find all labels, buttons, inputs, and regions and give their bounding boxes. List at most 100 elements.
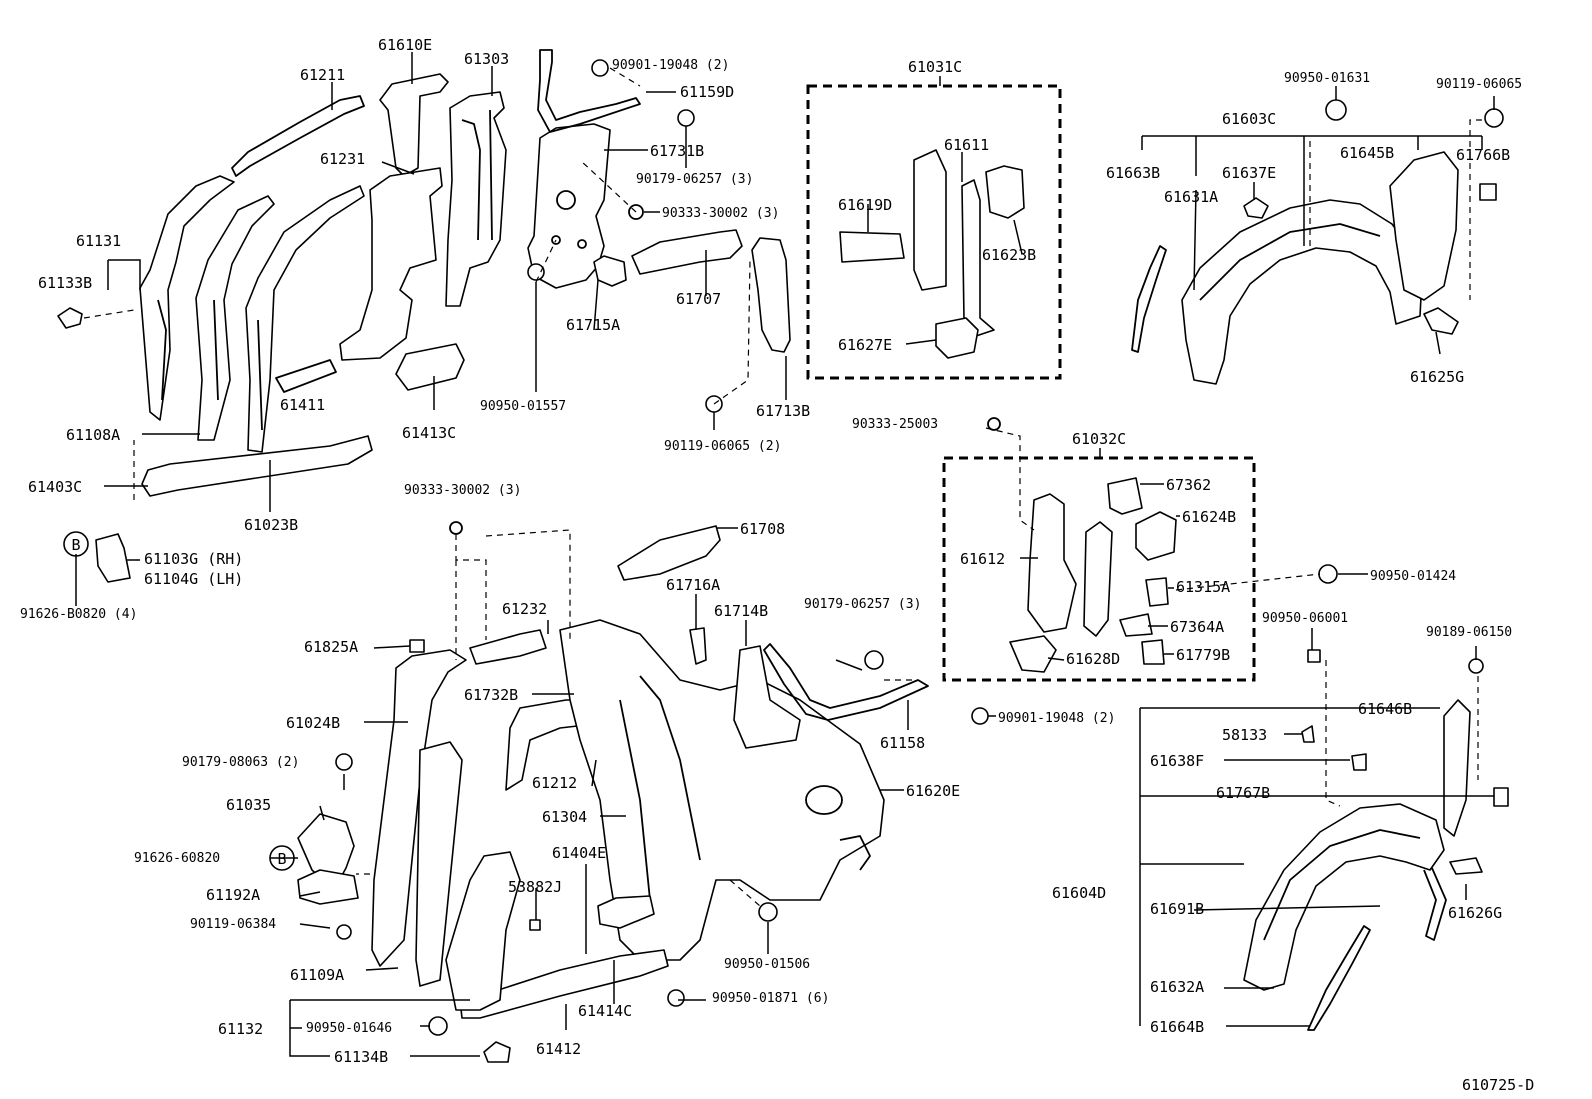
part-label: 61663B	[1106, 164, 1160, 182]
part-label: 61707	[676, 290, 721, 308]
part-label: 61133B	[38, 274, 92, 292]
part-label: 61632A	[1150, 978, 1204, 996]
part-label: 61637E	[1222, 164, 1276, 182]
part-label: 61232	[502, 600, 547, 618]
part-label: 90179-08063 (2)	[182, 755, 299, 770]
part-label: 61134B	[334, 1048, 388, 1066]
part-label: 61192A	[206, 886, 260, 904]
part-label: 61628D	[1066, 650, 1120, 668]
part-label: 90950-01646	[306, 1021, 392, 1036]
part-label: 53882J	[508, 878, 562, 896]
part-label: 90179-06257 (3)	[804, 597, 921, 612]
part-label: 61108A	[66, 426, 120, 444]
part-label: 90333-30002 (3)	[662, 206, 779, 221]
part-label: 90179-06257 (3)	[636, 172, 753, 187]
part-label: 91626-60820	[134, 851, 220, 866]
callout-b-lower: B	[269, 845, 295, 871]
part-label: 90189-06150	[1426, 625, 1512, 640]
part-label: 61638F	[1150, 752, 1204, 770]
part-label: 61159D	[680, 83, 734, 101]
diagram-id: 610725-D	[1462, 1076, 1534, 1094]
svg-text:B: B	[71, 536, 80, 554]
part-label: 91626-B0820 (4)	[20, 607, 137, 622]
part-label: 61603C	[1222, 110, 1276, 128]
part-label: 67362	[1166, 476, 1211, 494]
part-label: 61023B	[244, 516, 298, 534]
part-label: 61716A	[666, 576, 720, 594]
part-label: 61231	[320, 150, 365, 168]
part-label: 61713B	[756, 402, 810, 420]
part-label: 61032C	[1072, 430, 1126, 448]
part-label: 61767B	[1216, 784, 1270, 802]
part-label: 61645B	[1340, 144, 1394, 162]
callout-b-upper: B	[63, 531, 89, 557]
part-label: 67364A	[1170, 618, 1224, 636]
svg-text:B: B	[277, 850, 286, 868]
part-label: 61303	[464, 50, 509, 68]
part-label: 61211	[300, 66, 345, 84]
part-label: 90950-06001	[1262, 611, 1348, 626]
part-label: 61315A	[1176, 578, 1230, 596]
part-label: 61610E	[378, 36, 432, 54]
part-label: 61612	[960, 550, 1005, 568]
part-label: 90333-30002 (3)	[404, 483, 521, 498]
part-label: 61714B	[714, 602, 768, 620]
leader-lines	[75, 52, 1495, 1057]
part-label: 61035	[226, 796, 271, 814]
part-label: 61646B	[1358, 700, 1412, 718]
part-label: 61411	[280, 396, 325, 414]
part-label: 61158	[880, 734, 925, 752]
part-label: 90950-01424	[1370, 569, 1456, 584]
part-label: 90901-19048 (2)	[998, 711, 1115, 726]
part-label: 61103G (RH)	[144, 550, 243, 568]
part-label: 61604D	[1052, 884, 1106, 902]
part-label: 90950-01506	[724, 957, 810, 972]
part-label: 61414C	[578, 1002, 632, 1020]
part-label: 61766B	[1456, 146, 1510, 164]
upper-left-panel-group	[57, 49, 791, 583]
part-label: 61708	[740, 520, 785, 538]
part-label: 90950-01871 (6)	[712, 991, 829, 1006]
part-label: 61624B	[1182, 508, 1236, 526]
part-label: 61779B	[1176, 646, 1230, 664]
part-label: 61404E	[552, 844, 606, 862]
part-label: 61732B	[464, 686, 518, 704]
part-label: 90333-25003	[852, 417, 938, 432]
part-label: 61825A	[304, 638, 358, 656]
part-label: 58133	[1222, 726, 1267, 744]
box-61032C-group	[942, 417, 1338, 682]
box-61031C-group	[806, 84, 1062, 380]
part-label: 61412	[536, 1040, 581, 1058]
part-label: 61031C	[908, 58, 962, 76]
part-label: 61304	[542, 808, 587, 826]
part-label: 61731B	[650, 142, 704, 160]
part-label: 61212	[532, 774, 577, 792]
part-label: 90119-06384	[190, 917, 276, 932]
part-label: 61626G	[1448, 904, 1502, 922]
part-label: 61132	[218, 1020, 263, 1038]
part-label: 61715A	[566, 316, 620, 334]
part-labels: 61211 61610E 61303 90901-19048 (2) 61159…	[20, 36, 1534, 1094]
part-label: 61403C	[28, 478, 82, 496]
part-label: 61611	[944, 136, 989, 154]
part-label: 61109A	[290, 966, 344, 984]
part-label: 61664B	[1150, 1018, 1204, 1036]
part-label: 90119-06065	[1436, 77, 1522, 92]
part-label: 61691B	[1150, 900, 1204, 918]
part-label: 61620E	[906, 782, 960, 800]
part-label: 61024B	[286, 714, 340, 732]
part-label: 61631A	[1164, 188, 1218, 206]
part-label: 61625G	[1410, 368, 1464, 386]
upper-right-wheelhouse-group	[1131, 99, 1504, 385]
part-label: 90950-01631	[1284, 71, 1370, 86]
lower-right-wheelhouse-group	[1243, 649, 1509, 1031]
part-label: 61623B	[982, 246, 1036, 264]
part-label: 90119-06065 (2)	[664, 439, 781, 454]
part-label: 61413C	[402, 424, 456, 442]
lower-center-body-group	[297, 521, 989, 1063]
part-label: 61627E	[838, 336, 892, 354]
part-label: 90950-01557	[480, 399, 566, 414]
part-label: 61131	[76, 232, 121, 250]
part-label: 61619D	[838, 196, 892, 214]
